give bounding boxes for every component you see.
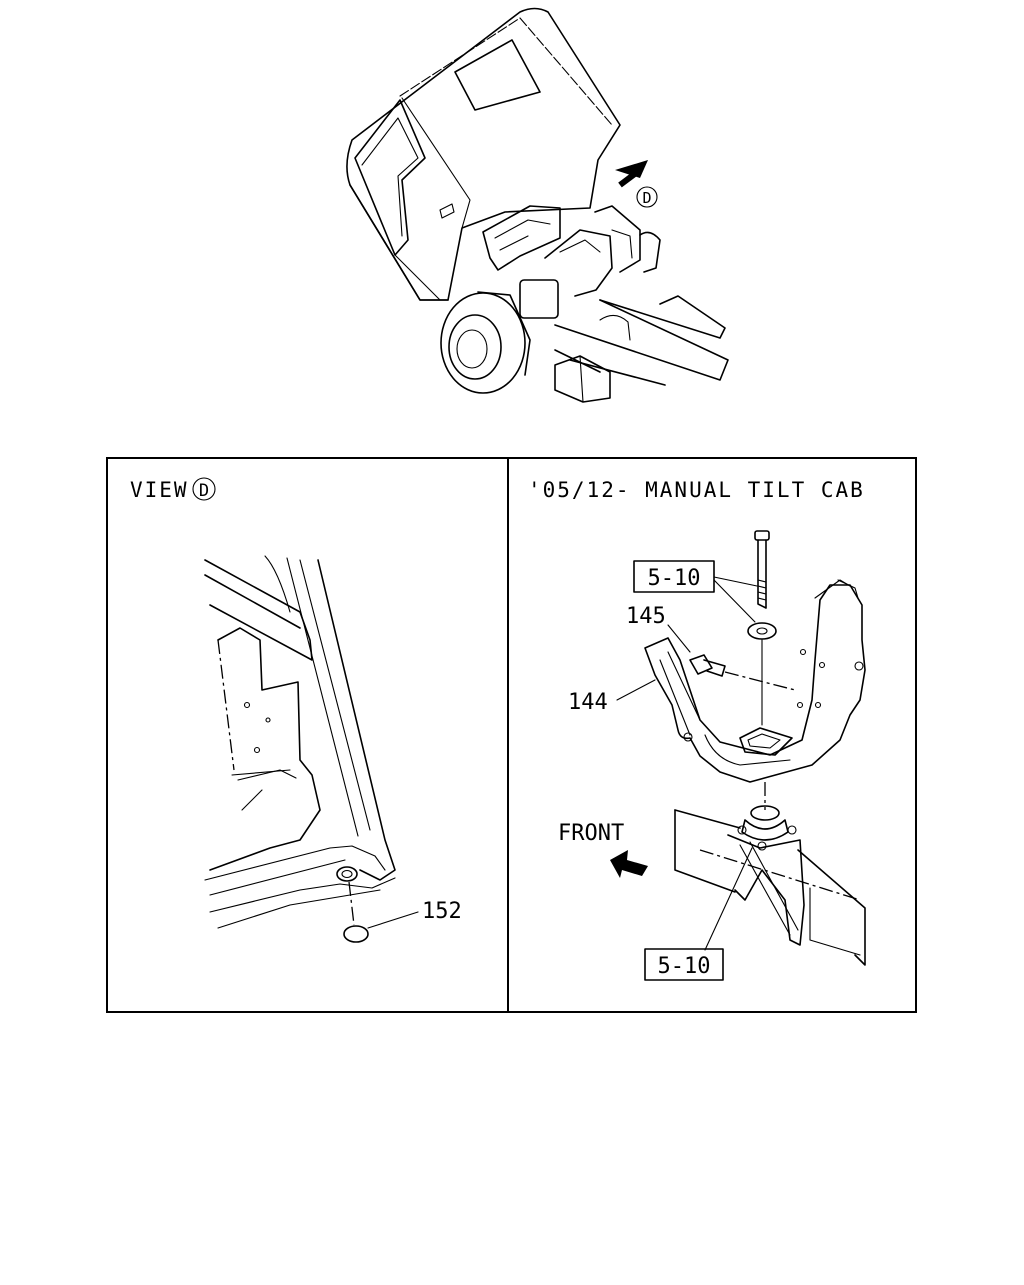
front-label: FRONT [558, 821, 624, 846]
truck-overview-illustration: D [346, 7, 729, 403]
view-d-circle-icon [192, 477, 216, 501]
callout-152: 152 [422, 899, 462, 924]
ref-box-lower [644, 948, 724, 981]
rubber-mount [737, 805, 797, 851]
view-d-panel: VIEW D 152 [130, 477, 462, 943]
washer [747, 622, 777, 640]
panel-header: '05/12- MANUAL TILT CAB [528, 478, 865, 502]
bracket-144 [644, 579, 866, 783]
view-title: VIEW [130, 478, 189, 502]
diagram-frame [106, 457, 917, 1013]
view-d-circle-letter: D [199, 481, 209, 501]
ref-label-lower: 5-10 [658, 954, 711, 979]
manual-tilt-cab-panel: '05/12- MANUAL TILT CAB 5-10 [528, 478, 866, 981]
callout-144: 144 [568, 690, 608, 715]
ref-label-upper: 5-10 [648, 566, 701, 591]
frame-rail [674, 809, 866, 966]
view-d-marker-label: D [642, 189, 651, 207]
front-arrow-icon [610, 850, 648, 878]
callout-145: 145 [626, 604, 666, 629]
upper-bolt [754, 530, 770, 609]
part-152-plug [343, 925, 369, 943]
bolt-145 [689, 654, 796, 691]
